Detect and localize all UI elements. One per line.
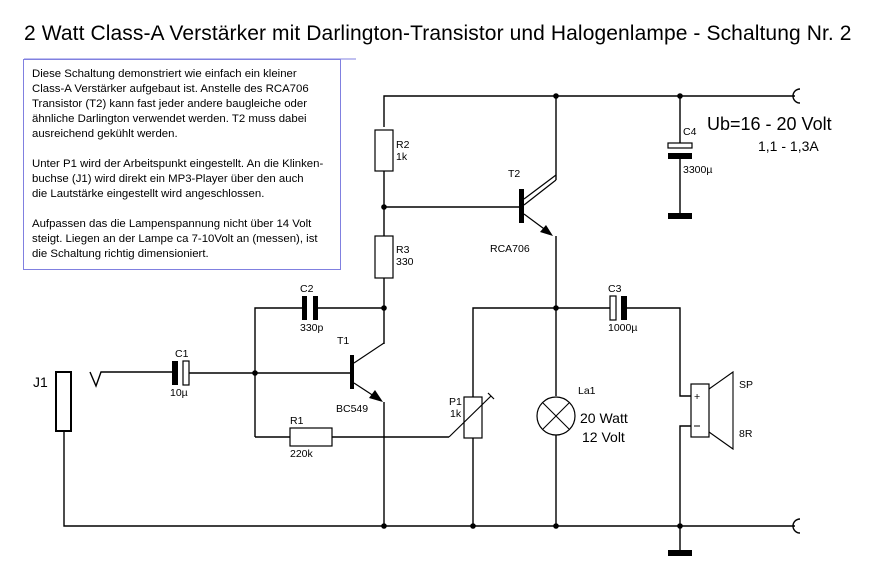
emitter-arrow-icon <box>369 390 383 402</box>
schematic-title: 2 Watt Class-A Verstärker mit Darlington… <box>24 22 852 45</box>
component-label: 330 <box>396 256 414 268</box>
emitter-arrow-icon <box>540 225 553 236</box>
component-label: + <box>694 391 700 403</box>
component-label: C3 <box>608 283 622 295</box>
component-label: La1 <box>578 385 596 397</box>
resistor-r2: R2 1k <box>374 129 410 236</box>
supply-current: 1,1 - 1,3A <box>758 138 819 154</box>
component-label: R1 <box>290 415 304 427</box>
supply-terminal-positive-icon <box>792 88 801 104</box>
component-label: T2 <box>508 168 520 180</box>
capacitor-c4: C4 3300µ <box>667 96 712 219</box>
resistor-r3: R3 330 <box>374 235 414 344</box>
supply-voltage: Ub=16 - 20 Volt <box>707 114 832 134</box>
input-jack-j1: J1 <box>33 371 172 432</box>
c4-value: 3300µ <box>683 164 712 176</box>
description-paragraph: Diese Schaltung demonstriert wie einfach… <box>32 68 309 140</box>
ground-symbol-icon <box>668 213 692 219</box>
speaker-icon <box>690 383 710 438</box>
capacitor-c1: C1 10µ <box>170 348 255 399</box>
component-label: 1000µ <box>608 322 637 334</box>
component-label: C1 <box>175 348 189 360</box>
capacitor-c3: C3 1000µ <box>556 283 691 397</box>
component-label: 1k <box>450 408 462 420</box>
description-paragraph: Aufpassen das die Lampenspannung nicht ü… <box>32 218 318 260</box>
ground-rail <box>63 431 801 556</box>
component-label: SP <box>739 379 753 391</box>
ground-symbol-icon <box>668 550 692 556</box>
component-label: R2 <box>396 139 410 151</box>
component-label: 1k <box>396 151 408 163</box>
c4-label: C4 <box>683 126 697 138</box>
component-label: 10µ <box>170 387 188 399</box>
component-label: 8R <box>739 428 753 440</box>
component-label: 12 Volt <box>582 429 625 445</box>
component-label: R3 <box>396 244 410 256</box>
resistor-r1: R1 220k <box>255 415 449 460</box>
component-label: C2 <box>300 283 314 295</box>
transistor-t2: T2 RCA706 <box>384 96 557 308</box>
transistor-t1: T1 BC549 <box>255 335 385 526</box>
component-label: 20 Watt <box>580 410 628 426</box>
component-label: RCA706 <box>490 243 530 255</box>
description-box: Diese Schaltung demonstriert wie einfach… <box>23 59 341 270</box>
component-label: 220k <box>290 448 314 460</box>
lamp-la1: La1 20 Watt 12 Volt <box>536 308 628 526</box>
description-paragraph: Unter P1 wird der Arbeitspunkt eingestel… <box>32 158 324 200</box>
speaker-sp: + SP 8R <box>679 370 753 526</box>
component-label: 330p <box>300 322 324 334</box>
component-label: J1 <box>33 374 48 390</box>
component-label: T1 <box>337 335 349 347</box>
capacitor-c2: C2 330p <box>254 283 384 437</box>
component-label: BC549 <box>336 403 368 415</box>
component-label: P1 <box>449 396 462 408</box>
supply-terminal-negative-icon <box>792 518 801 534</box>
potentiometer-p1: P1 1k <box>448 307 556 526</box>
